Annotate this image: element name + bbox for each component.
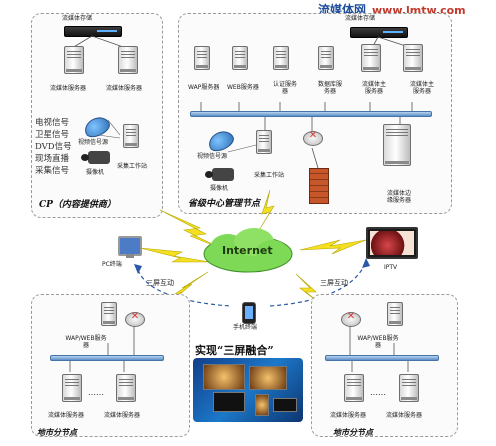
- left-node-stream-server-2: [116, 374, 136, 402]
- cp-source-item: 采集信号: [35, 166, 70, 176]
- cp-source-item: 现场直播: [35, 154, 70, 164]
- center-storage-label: 流媒体存储: [345, 15, 376, 22]
- interaction-right-label: 三屏互动: [320, 279, 348, 287]
- right-node-stream-2-label: 流媒体服务器: [386, 412, 423, 419]
- cp-panel-title: CP（内容提供商）: [39, 200, 116, 210]
- right-node-wap-server: [387, 302, 403, 326]
- mobile-terminal-icon: [242, 302, 256, 324]
- internet-label: Internet: [222, 244, 273, 257]
- cp-stream-server-1-label: 流媒体服务器: [50, 85, 87, 92]
- mobile-terminal-label: 手机终端: [233, 324, 258, 331]
- cp-camera-icon: [81, 151, 110, 164]
- pc-terminal-label: PC终端: [102, 261, 122, 268]
- cp-source-item: DVD信号: [35, 142, 72, 152]
- cp-stream-server-1: [64, 46, 84, 74]
- left-node-stream-2-label: 流媒体服务器: [104, 412, 141, 419]
- right-node-ellipsis: ……: [370, 388, 386, 397]
- center-network-bus: [190, 111, 432, 117]
- cp-source-item: 卫星信号: [35, 130, 70, 140]
- center-edge-server-label: 流媒体边缘服务器: [386, 190, 411, 204]
- interaction-left-label: 三屏互动: [146, 279, 174, 287]
- cp-panel: [31, 13, 163, 218]
- center-workstation-label: 采集工作站: [254, 172, 285, 179]
- cp-workstation: [123, 124, 139, 148]
- center-web-server: [232, 46, 248, 70]
- internet-cloud-icon: [203, 228, 293, 273]
- fusion-box: [273, 398, 297, 412]
- center-video-source-label: 视频信号源: [197, 153, 228, 160]
- left-node-router-icon: [125, 311, 145, 327]
- center-camera-label: 摄像机: [210, 185, 229, 192]
- left-node-ellipsis: ……: [88, 388, 104, 397]
- center-main-stream-server-1-label: 流媒体主服务器: [361, 81, 386, 95]
- center-auth-server-label: 认证服务器: [272, 81, 297, 95]
- cp-stream-server-2: [118, 46, 138, 74]
- center-firewall-icon: [309, 168, 329, 204]
- right-node-router-icon: [341, 311, 361, 327]
- left-node-wap-server: [101, 302, 117, 326]
- center-workstation: [256, 130, 272, 154]
- center-camera-icon: [205, 168, 234, 181]
- cp-stream-server-2-label: 流媒体服务器: [106, 85, 143, 92]
- left-node-stream-1-label: 流媒体服务器: [48, 412, 85, 419]
- right-node-stream-server-2: [399, 374, 419, 402]
- center-wap-server-label: WAP服务器: [188, 84, 220, 91]
- center-edge-server: [383, 124, 411, 166]
- center-main-stream-server-2-label: 流媒体主服务器: [409, 81, 434, 95]
- fusion-devices-image: [193, 358, 303, 422]
- cp-source-item: 电视信号: [35, 118, 70, 128]
- fusion-tv-screen: [203, 364, 245, 390]
- left-node-wap-label: WAP/WEB服务器: [65, 335, 107, 349]
- cp-video-source-label: 视频信号源: [78, 139, 109, 146]
- center-panel-title: 省级中心管理节点: [188, 199, 261, 209]
- cp-workstation-label: 采集工作站: [117, 163, 148, 170]
- cp-source-list: 电视信号 卫星信号 DVD信号 现场直播 采集信号: [35, 117, 72, 177]
- left-node-stream-server-1: [62, 374, 82, 402]
- left-node-bus: [50, 355, 164, 361]
- fusion-title: 实现“三屏融合”: [195, 344, 274, 357]
- right-node-stream-1-label: 流媒体服务器: [330, 412, 367, 419]
- right-node-panel: [311, 294, 458, 437]
- iptv-label: IPTV: [384, 264, 398, 271]
- cp-storage-label: 流媒体存储: [62, 15, 93, 22]
- right-node-wap-label: WAP/WEB服务器: [357, 335, 399, 349]
- fusion-laptop-screen: [213, 392, 245, 412]
- center-db-server: [318, 46, 334, 70]
- iptv-icon: [366, 227, 418, 259]
- right-node-bus: [325, 355, 439, 361]
- center-wap-server: [194, 46, 210, 70]
- pc-terminal-icon: [118, 236, 142, 258]
- right-node-title: 地市分节点: [333, 427, 373, 437]
- center-auth-server: [273, 46, 289, 70]
- fusion-phone-screen: [255, 394, 269, 416]
- center-db-server-label: 数据库服务器: [317, 81, 342, 95]
- center-router-icon: [303, 130, 323, 146]
- cp-camera-label: 摄像机: [86, 169, 105, 176]
- center-web-server-label: WEB服务器: [227, 84, 259, 91]
- fusion-monitor-screen: [249, 366, 287, 390]
- right-node-stream-server-1: [344, 374, 364, 402]
- center-main-stream-server-2: [403, 44, 423, 72]
- center-main-stream-server-1: [361, 44, 381, 72]
- left-node-title: 地市分节点: [37, 427, 77, 437]
